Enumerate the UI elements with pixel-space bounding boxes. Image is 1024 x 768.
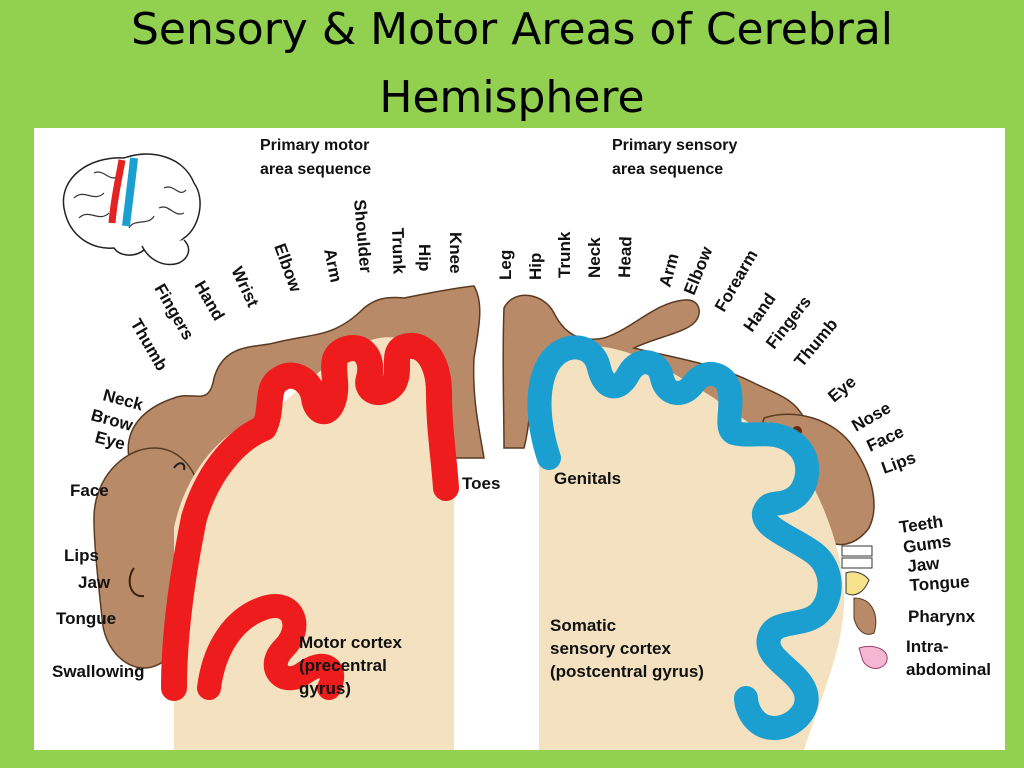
sensory-label-head: Head (615, 236, 635, 278)
motor-label-elbow: Elbow (270, 241, 305, 295)
brain-icon (62, 153, 201, 266)
sensory-label-trunk: Trunk (555, 231, 574, 278)
motor-cortex-label-line-2: (precentral (299, 656, 387, 675)
motor-label-swallowing: Swallowing (52, 662, 145, 681)
sensory-label-leg: Leg (496, 250, 515, 280)
sensory-label-genitals: Genitals (554, 469, 621, 488)
brain-diagram-svg: Primary motor area sequence Thumb Finger… (52, 137, 991, 750)
motor-label-wrist: Wrist (227, 264, 262, 311)
slide-title: Sensory & Motor Areas of Cerebral Hemisp… (0, 0, 1024, 128)
motor-label-knee: Knee (446, 232, 465, 274)
sensory-cortex-label-line-1: Somatic (550, 616, 616, 635)
slide-title-line-2: Hemisphere (379, 72, 645, 123)
motor-label-hand: Hand (191, 278, 229, 324)
motor-cortex-band (161, 333, 459, 701)
motor-label-arm: Arm (320, 247, 346, 284)
motor-cortex-label-line-3: gyrus) (299, 679, 351, 698)
motor-heading-line-1: Primary motor (260, 137, 369, 154)
sensory-cortex-band (527, 335, 842, 740)
sensory-label-lips: Lips (879, 448, 918, 478)
motor-cortex-label-line-1: Motor cortex (299, 633, 403, 652)
motor-label-toes: Toes (462, 474, 500, 493)
sensory-heading-line-2: area sequence (612, 161, 723, 178)
motor-label-thumb: Thumb (127, 316, 172, 375)
sensory-cortex-label-line-2: sensory cortex (550, 639, 671, 658)
sensory-label-pharynx: Pharynx (908, 607, 976, 626)
motor-label-trunk: Trunk (388, 227, 409, 274)
slide-title-line-1: Sensory & Motor Areas of Cerebral (130, 4, 894, 55)
sensory-label-abdominal: abdominal (906, 660, 991, 679)
sensory-label-eye: Eye (824, 372, 859, 406)
sensory-label-neck: Neck (585, 237, 604, 278)
motor-label-face: Face (70, 481, 109, 500)
sensory-label-hip: Hip (526, 253, 545, 280)
sensory-label-elbow: Elbow (680, 243, 717, 297)
sensory-cortex-label-line-3: (postcentral gyrus) (550, 662, 704, 681)
motor-heading-line-2: area sequence (260, 161, 371, 178)
motor-label-hip: Hip (415, 244, 434, 271)
sensory-label-tongue: Tongue (909, 572, 970, 595)
sensory-heading-line-1: Primary sensory (612, 137, 738, 154)
brain-diagram-figure: Primary motor area sequence Thumb Finger… (34, 128, 1005, 750)
motor-label-tongue: Tongue (56, 609, 116, 628)
sensory-label-arm: Arm (656, 251, 683, 289)
sensory-label-jaw: Jaw (906, 554, 941, 576)
sensory-label-intra: Intra- (906, 637, 949, 656)
motor-label-jaw: Jaw (78, 573, 111, 592)
motor-label-lips: Lips (64, 546, 99, 565)
motor-label-shoulder: Shoulder (350, 199, 375, 274)
motor-label-fingers: Fingers (151, 281, 198, 344)
motor-cortex-fold (197, 594, 345, 700)
